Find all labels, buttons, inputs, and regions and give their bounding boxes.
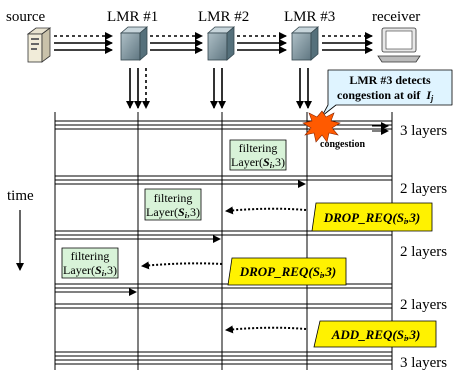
lmr3-label: LMR #3	[284, 9, 335, 25]
svg-text:Layer(Si,3): Layer(Si,3)	[63, 263, 117, 278]
congestion-callout: LMR #3 detects congestion at oif Ij	[322, 70, 452, 116]
filter-box: filtering Layer(Si,3)	[62, 248, 118, 278]
source-label: source	[6, 9, 45, 25]
layer-count-label: 2 layers	[400, 181, 447, 197]
congestion-label: congestion	[320, 139, 365, 150]
filter-box: filtering Layer(Si,3)	[230, 140, 286, 170]
callout-line1: LMR #3 detects	[349, 73, 431, 87]
svg-text:DROP_REQ(Si,3): DROP_REQ(Si,3)	[323, 210, 421, 226]
congestion-burst-icon	[303, 111, 340, 142]
svg-text:filtering: filtering	[154, 191, 193, 205]
svg-text:Layer(Si,3): Layer(Si,3)	[146, 205, 200, 220]
svg-text:filtering: filtering	[71, 249, 110, 263]
router-icon	[121, 27, 147, 60]
layer-count-label: 3 layers	[400, 355, 447, 371]
drop-req-box: DROP_REQ(Si,3)	[228, 258, 346, 285]
lmr2-label: LMR #2	[198, 9, 249, 25]
svg-text:ADD_REQ(Si,3): ADD_REQ(Si,3)	[331, 327, 421, 343]
layer-count-label: 3 layers	[400, 123, 447, 139]
drop-req-box: DROP_REQ(Si,3)	[312, 203, 432, 231]
router-icon	[208, 27, 234, 60]
svg-text:Layer(Si,3): Layer(Si,3)	[231, 155, 285, 170]
layer-count-label: 2 layers	[400, 297, 447, 313]
down-arrows	[130, 68, 308, 108]
add-req-box: ADD_REQ(Si,3)	[314, 321, 436, 347]
lmr1-label: LMR #1	[107, 9, 158, 25]
monitor-icon	[378, 28, 420, 62]
layer-count-label: 2 layers	[400, 244, 447, 260]
callout-line2: congestion at oif Ij	[337, 88, 434, 103]
server-icon	[28, 28, 50, 62]
router-icon	[292, 27, 318, 60]
svg-text:DROP_REQ(Si,3): DROP_REQ(Si,3)	[239, 264, 337, 280]
filter-box: filtering Layer(Si,3)	[145, 189, 201, 220]
time-label: time	[7, 188, 34, 204]
receiver-label: receiver	[372, 9, 420, 25]
svg-text:filtering: filtering	[239, 141, 278, 155]
